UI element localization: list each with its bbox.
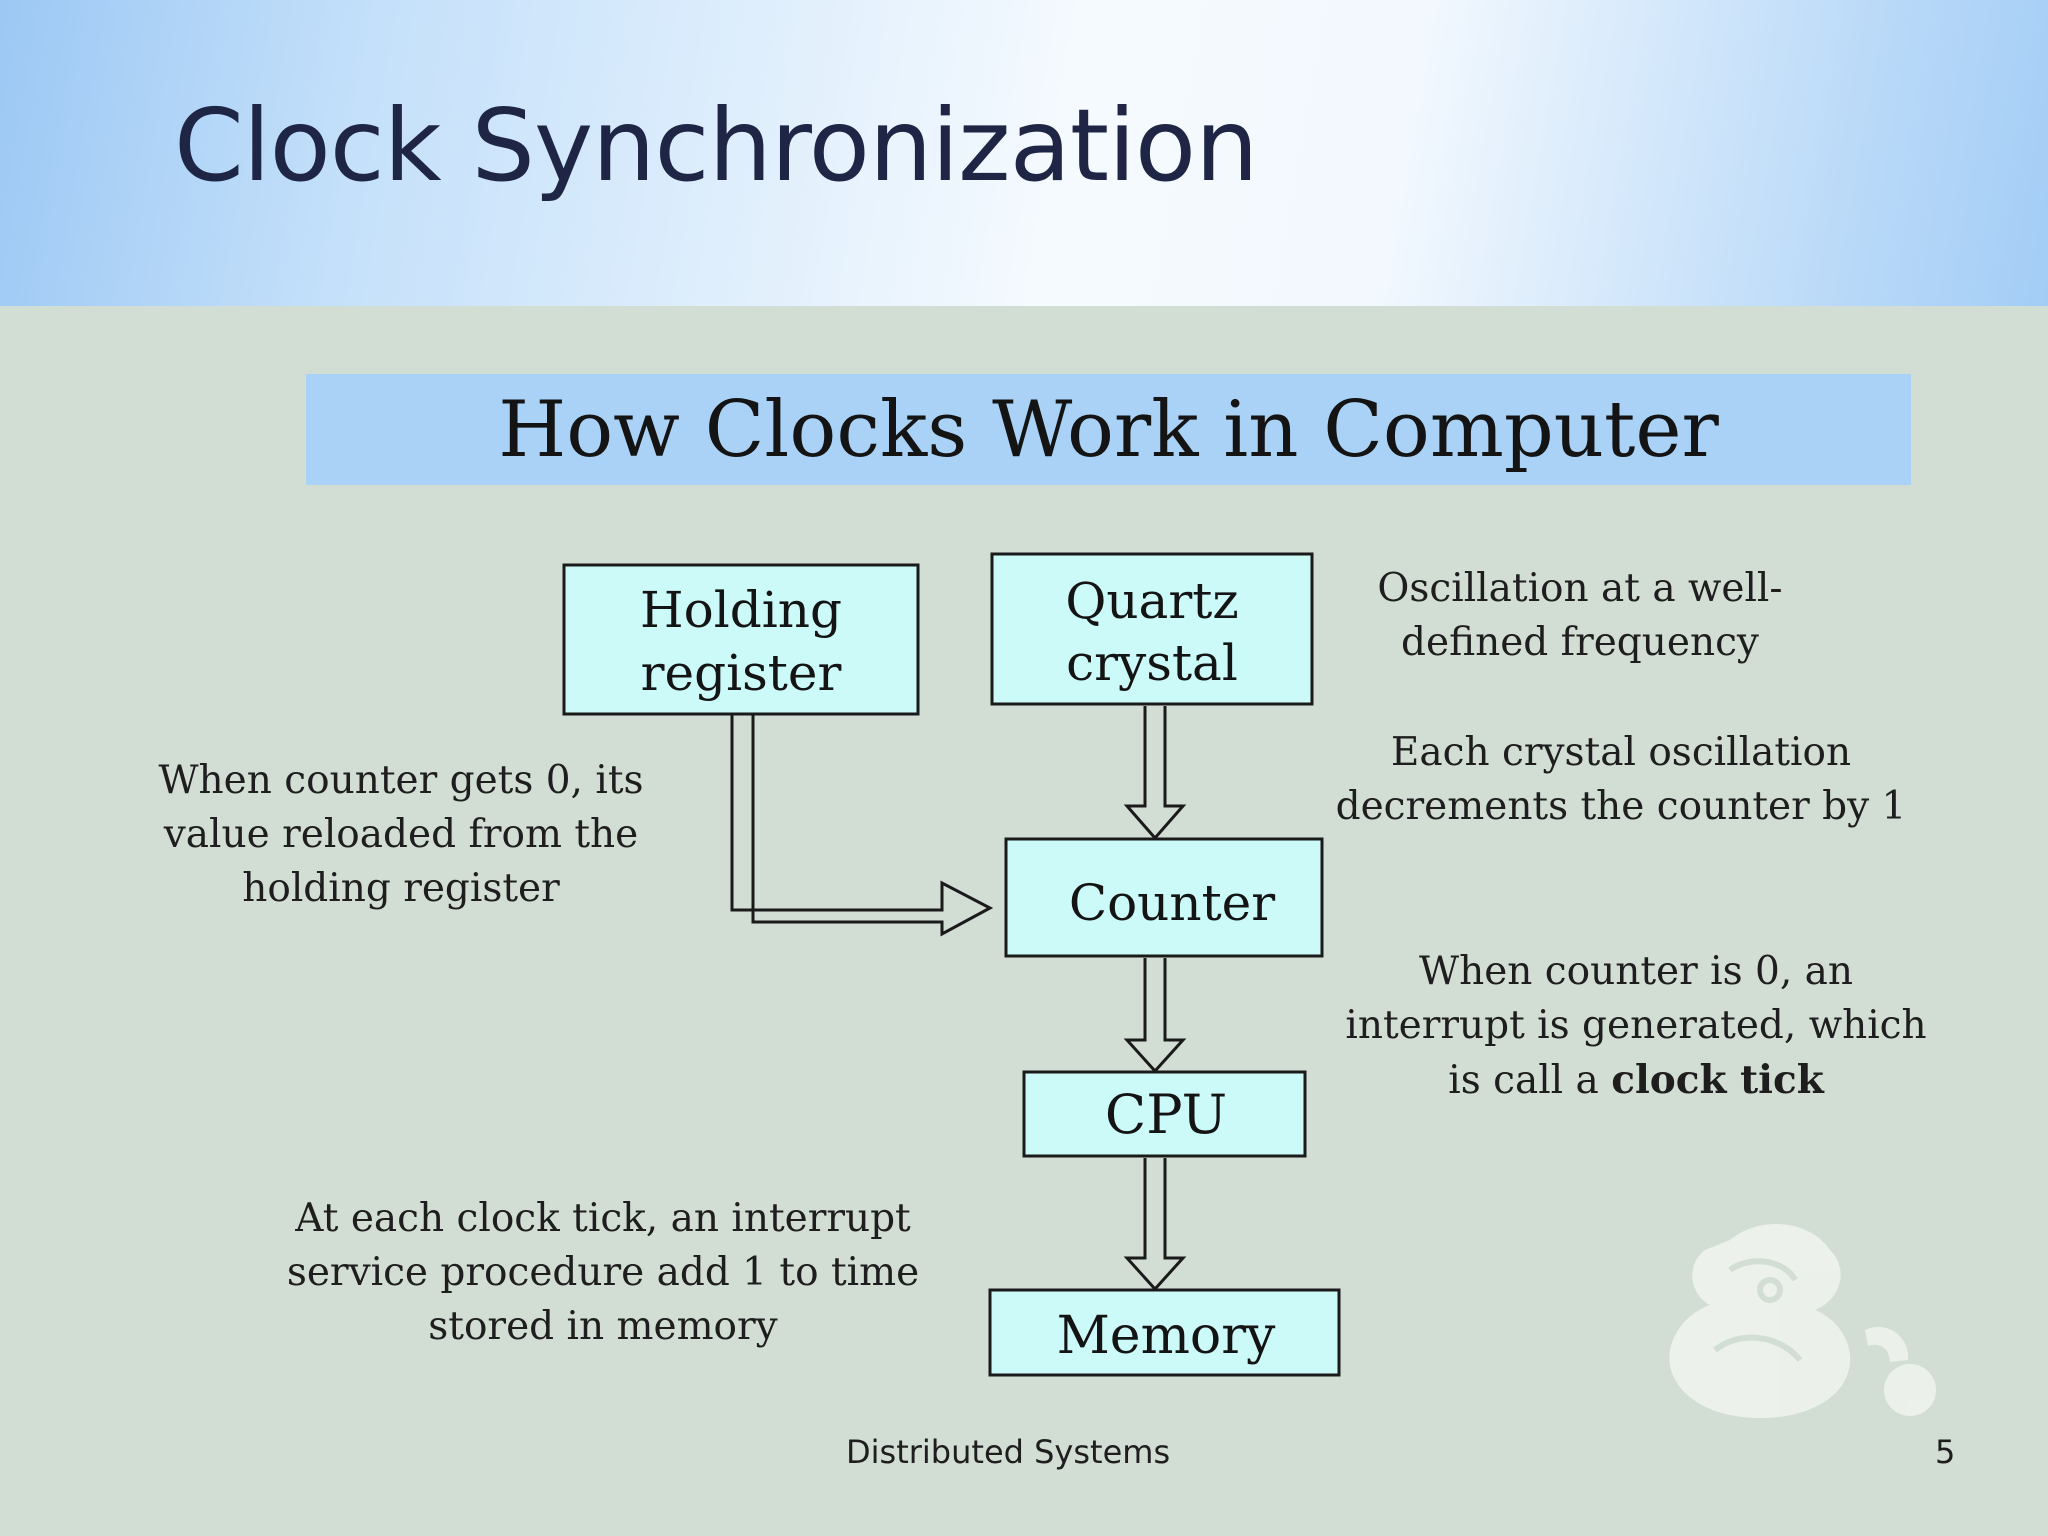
note-oscillation-line2: defined frequency [1401,620,1759,665]
arrow-holding-to-counter [730,714,994,937]
quartz-crystal-box [990,552,1314,706]
arrow-cpu-to-memory [1123,1158,1187,1292]
holding-register-label-line1: Holding [640,581,842,639]
counter-box [1004,837,1324,958]
footer-course-name: Distributed Systems [846,1433,1171,1471]
note-decrement: Each crystal oscillation decrements the … [1296,726,1946,834]
figure-banner: How Clocks Work in Computer [306,374,1911,485]
note-oscillation-line1: Oscillation at a well- [1377,566,1783,611]
note-decrement-line1: Each crystal oscillation [1390,730,1852,775]
note-reload: When counter gets 0, its value reloaded … [118,754,684,916]
note-reload-line2: value reloaded from the [163,812,639,857]
cpu-label: CPU [1105,1083,1227,1146]
note-oscillation: Oscillation at a well- defined frequency [1330,562,1830,670]
quartz-crystal-label-line1: Quartz [1065,572,1238,630]
note-reload-line3: holding register [242,866,560,911]
note-interrupt-line3: is call a clock tick [1306,1053,1966,1108]
slide-header [0,0,2048,306]
note-interrupt-line3-prefix: is call a [1448,1058,1612,1103]
note-interrupt: When counter is 0, an interrupt is gener… [1306,945,1966,1108]
page-number: 5 [1935,1433,1956,1471]
note-reload-line1: When counter gets 0, its [158,758,644,803]
clock-tick-term: clock tick [1611,1057,1824,1103]
holding-register-label-line2: register [641,644,842,702]
holding-register-box [562,563,920,716]
memory-box [988,1288,1341,1377]
arrow-quartz-to-counter [1123,706,1187,841]
slide-title: Clock Synchronization [174,87,1258,204]
note-memory: At each clock tick, an interrupt service… [238,1192,968,1354]
dragon-watermark-icon [1669,1223,1936,1419]
arrow-counter-to-cpu [1123,958,1187,1074]
cpu-box [1022,1070,1307,1158]
note-decrement-line2: decrements the counter by 1 [1335,784,1907,829]
note-interrupt-line1: When counter is 0, an [1418,949,1853,994]
counter-label: Counter [1069,874,1275,932]
figure-banner-title: How Clocks Work in Computer [498,384,1719,475]
note-interrupt-line2: interrupt is generated, which [1345,1003,1927,1048]
note-memory-line2: service procedure add 1 to time [286,1250,920,1295]
note-memory-line1: At each clock tick, an interrupt [295,1196,911,1241]
quartz-crystal-label-line2: crystal [1066,634,1238,692]
memory-label: Memory [1057,1306,1276,1366]
note-memory-line3: stored in memory [428,1304,778,1349]
